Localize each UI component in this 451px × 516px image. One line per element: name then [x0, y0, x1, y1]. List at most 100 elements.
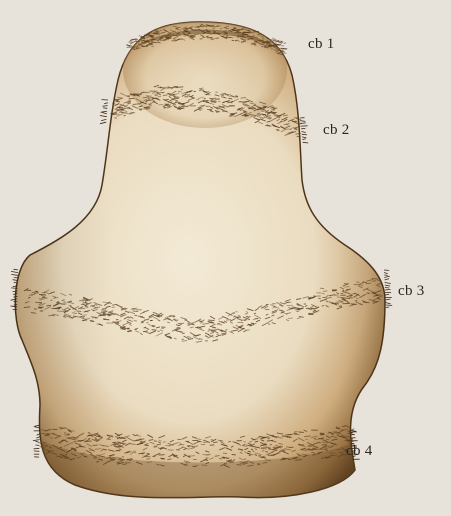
cilium-mark — [101, 111, 108, 112]
band-stipple-mark — [108, 303, 112, 304]
band-stipple-mark — [179, 443, 181, 444]
band-stipple-mark — [124, 115, 126, 116]
cilium-mark — [384, 276, 389, 277]
band-stipple-mark — [265, 126, 271, 127]
cilium-mark — [34, 448, 40, 449]
cilium-mark — [104, 103, 108, 104]
band-stipple-mark — [298, 455, 302, 456]
label-cb2: cb 2 — [323, 122, 350, 139]
band-stipple-mark — [285, 435, 290, 436]
band-stipple-mark — [134, 321, 137, 322]
band-stipple-mark — [345, 287, 350, 288]
cilium-mark — [300, 121, 305, 122]
cilium-mark — [386, 303, 391, 304]
band-stipple-mark — [226, 37, 231, 38]
band-stipple-mark — [132, 311, 138, 312]
cilium-mark — [302, 132, 306, 133]
cilium-mark — [11, 271, 18, 272]
band-stipple-mark — [339, 452, 344, 453]
cilium-mark — [100, 122, 106, 124]
band-stipple-mark — [96, 455, 99, 456]
band-stipple-mark — [280, 48, 287, 49]
band-stipple-mark — [202, 465, 208, 466]
cilium-mark — [386, 307, 389, 308]
cilium-mark — [11, 275, 18, 276]
band-stipple-mark — [372, 301, 379, 302]
band-stipple-mark — [372, 279, 378, 280]
cilium-mark — [100, 116, 107, 117]
band-stipple-mark — [197, 26, 204, 27]
band-stipple-mark — [216, 112, 218, 113]
cilium-mark — [103, 106, 108, 107]
band-stipple-mark — [208, 320, 214, 321]
band-stipple-mark — [265, 451, 268, 452]
band-stipple-mark — [161, 459, 163, 460]
band-stipple-mark — [165, 105, 170, 106]
band-stipple-mark — [163, 442, 166, 443]
band-stipple-mark — [154, 446, 158, 447]
band-stipple-mark — [122, 457, 124, 458]
band-stipple-mark — [293, 458, 298, 459]
band-stipple-mark — [74, 450, 76, 451]
band-stipple-mark — [215, 92, 218, 93]
band-stipple-mark — [332, 291, 336, 292]
cilium-mark — [37, 434, 40, 435]
band-stipple-mark — [182, 341, 187, 342]
band-stipple-mark — [306, 439, 308, 440]
band-stipple-mark — [57, 311, 64, 312]
band-stipple-mark — [326, 439, 329, 440]
band-stipple-mark — [42, 297, 45, 298]
band-stipple-mark — [222, 102, 225, 103]
cilium-mark — [302, 137, 306, 138]
cilium-mark — [385, 294, 389, 295]
band-stipple-mark — [272, 436, 279, 437]
cilium-mark — [101, 119, 106, 120]
cilium-mark — [385, 285, 390, 286]
band-stipple-mark — [284, 43, 286, 44]
band-stipple-mark — [127, 331, 132, 332]
band-stipple-mark — [355, 301, 358, 302]
cilium-mark — [14, 269, 19, 270]
band-stipple-mark — [247, 36, 252, 37]
label-cb3: cb 3 — [398, 283, 425, 300]
band-stipple-mark — [168, 38, 171, 39]
band-stipple-mark — [206, 454, 211, 455]
band-stipple-mark — [245, 34, 248, 35]
band-stipple-mark — [223, 453, 227, 454]
band-stipple-mark — [318, 298, 320, 299]
band-stipple-mark — [226, 36, 229, 37]
band-stipple-mark — [308, 445, 312, 446]
band-stipple-mark — [263, 444, 266, 445]
cilium-mark — [385, 288, 389, 289]
band-stipple-mark — [158, 92, 164, 93]
band-stipple-mark — [180, 444, 185, 445]
band-stipple-mark — [258, 464, 260, 465]
band-stipple-mark — [108, 312, 114, 313]
band-stipple-mark — [282, 45, 284, 46]
band-stipple-mark — [74, 313, 77, 314]
band-stipple-mark — [106, 439, 110, 440]
band-stipple-mark — [76, 311, 81, 312]
band-stipple-mark — [316, 293, 319, 294]
cilium-mark — [11, 288, 17, 289]
band-stipple-mark — [40, 311, 42, 312]
cilium-mark — [303, 142, 309, 143]
cilium-mark — [302, 134, 307, 135]
cilium-mark — [384, 273, 388, 274]
band-stipple-mark — [102, 309, 107, 310]
band-stipple-mark — [258, 456, 261, 457]
band-stipple-mark — [144, 320, 149, 321]
band-stipple-mark — [95, 449, 101, 450]
band-stipple-mark — [166, 37, 171, 38]
cilium-mark — [102, 113, 107, 114]
cilium-mark — [36, 437, 39, 438]
band-stipple-mark — [146, 100, 152, 101]
cilium-mark — [35, 441, 39, 442]
cilium-mark — [385, 279, 390, 280]
band-stipple-mark — [39, 294, 46, 295]
band-stipple-mark — [372, 281, 376, 282]
band-stipple-mark — [129, 98, 135, 99]
